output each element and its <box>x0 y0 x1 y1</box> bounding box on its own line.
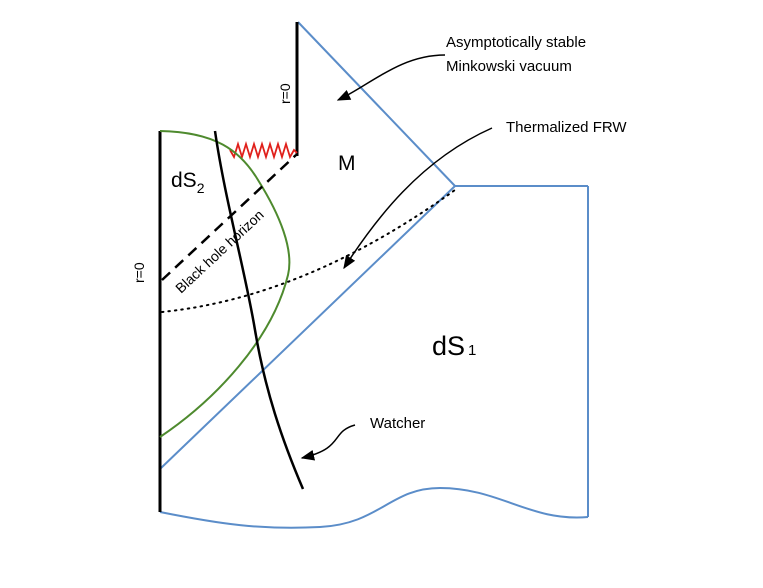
ds1-base: dS <box>432 331 465 361</box>
frw-arrow <box>343 127 493 270</box>
horizon-label: Black hole horizon <box>172 206 267 296</box>
null-infinity-line <box>297 21 456 187</box>
minkowski-arrow <box>336 54 446 101</box>
bottom-wavy-boundary <box>159 486 589 529</box>
watcher-worldline <box>213 130 305 490</box>
ds2-sub: 2 <box>197 180 205 196</box>
asymptotic-label-line1: Asymptotically stable <box>446 34 586 51</box>
r0-lines <box>158 22 299 512</box>
asymptotic-label-line2: Minkowski vacuum <box>446 58 572 75</box>
ds2-label: dS2 <box>171 169 205 196</box>
watcher-label: Watcher <box>370 415 425 432</box>
r0-left-label: r=0 <box>131 262 147 283</box>
arrows <box>300 54 493 461</box>
domain-wall-line <box>159 185 456 470</box>
ds2-base: dS <box>171 169 197 192</box>
thermalized-label: Thermalized FRW <box>506 119 627 136</box>
singularity-zigzag <box>229 140 298 161</box>
black-hole-horizon <box>161 154 297 281</box>
ds1-sub: 1 <box>468 342 476 359</box>
thermalized-surface <box>161 189 456 313</box>
bubble-wall <box>159 130 291 438</box>
r0-top-label: r=0 <box>277 83 293 104</box>
watcher-arrow <box>300 424 356 461</box>
blue-boundaries <box>159 21 589 529</box>
region-m-label: M <box>338 152 356 175</box>
